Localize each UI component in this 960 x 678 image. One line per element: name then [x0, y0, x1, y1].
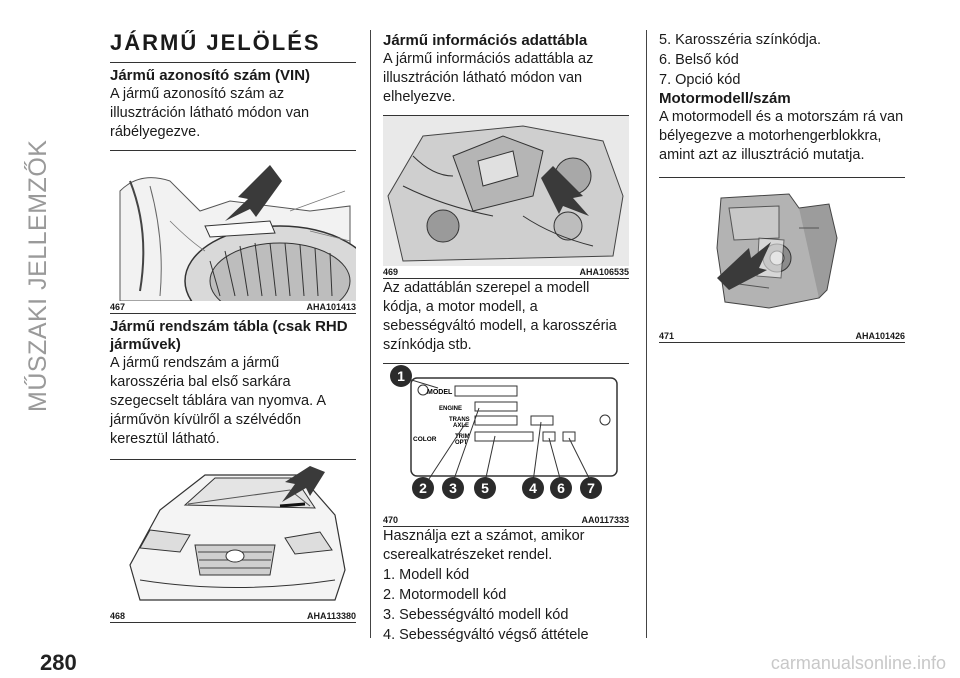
callout-5: 5	[481, 480, 489, 496]
figure-467: 467 AHA101413	[110, 150, 356, 314]
plate-opt-label: OPT	[455, 440, 468, 446]
plate-color-label: COLOR	[413, 436, 437, 443]
vin-text: A jármű azonosító szám az illusztráción …	[110, 86, 310, 140]
section-side-title: MŰSZAKI JELLEMZŐK	[24, 139, 52, 412]
engine-number-heading: Motormodell/szám	[659, 90, 791, 107]
engine-block-illustration	[716, 193, 838, 309]
figure-code: AA0117333	[581, 515, 629, 525]
column-2: Jármű információs adattábla A jármű info…	[383, 30, 629, 645]
figure-code: AHA101426	[855, 331, 905, 341]
figure-number: 471	[659, 331, 675, 341]
watermark: carmanualsonline.info	[770, 653, 946, 673]
plate-text: A jármű rendszám a jármű karosszéria bal…	[110, 355, 326, 447]
column-divider	[646, 30, 647, 638]
plate-heading: Jármű rendszám tábla (csak RHD járművek)	[110, 318, 348, 353]
column-divider	[370, 30, 371, 638]
vin-location-illustration	[119, 165, 356, 301]
list-item: 4. Sebességváltó végső áttétele	[383, 627, 589, 643]
callout-7: 7	[587, 480, 595, 496]
callout-6: 6	[557, 480, 565, 496]
callout-4: 4	[529, 480, 537, 496]
callout-3: 3	[449, 480, 457, 496]
info-plate-diagram: MODEL ENGINE TRANS AXLE COLOR TRIM OPT	[390, 365, 618, 499]
figure-470: MODEL ENGINE TRANS AXLE COLOR TRIM OPT	[383, 363, 629, 527]
figure-code: AHA113380	[306, 611, 356, 621]
callout-1: 1	[397, 368, 405, 384]
title-rule	[110, 62, 356, 63]
plate-engine-label: ENGINE	[439, 406, 462, 412]
list-item: 7. Opció kód	[659, 72, 741, 88]
info-plate-heading: Jármű információs adattábla	[383, 32, 588, 49]
callout-markers: 1 2 3 5 4 6 7	[390, 365, 602, 499]
list-item: 6. Belső kód	[659, 52, 739, 68]
figure-number: 468	[110, 611, 126, 621]
callout-2: 2	[419, 480, 427, 496]
column-3: 5. Karosszéria színkódja. 6. Belső kód 7…	[659, 30, 905, 343]
plate-trans-label: TRANS	[449, 417, 470, 423]
figure-code: AHA101413	[306, 302, 356, 312]
figure-471: 471 AHA101426	[659, 177, 905, 343]
chapter-title: JÁRMŰ JELÖLÉS	[110, 30, 321, 55]
figure-number: 470	[383, 515, 399, 525]
plate-axle-label: AXLE	[453, 423, 469, 429]
vehicle-front-illustration	[129, 466, 346, 601]
column-1: JÁRMŰ JELÖLÉS Jármű azonosító szám (VIN)…	[110, 30, 356, 623]
vin-heading: Jármű azonosító szám (VIN)	[110, 67, 311, 84]
ordering-text: Használja ezt a számot, amikor cserealka…	[383, 528, 585, 563]
list-item: 1. Modell kód	[383, 567, 470, 583]
figure-number: 469	[383, 267, 399, 277]
figure-468: 468 AHA113380	[110, 459, 356, 623]
plate-model-label: MODEL	[427, 389, 453, 396]
list-item: 3. Sebességváltó modell kód	[383, 607, 569, 623]
plate-contents-text: Az adattáblán szerepel a modell kódja, a…	[383, 280, 617, 353]
figure-code: AHA106535	[579, 267, 629, 277]
page-number: 280	[40, 650, 77, 675]
list-item: 2. Motormodell kód	[383, 587, 507, 603]
list-item: 5. Karosszéria színkódja.	[659, 32, 821, 48]
info-plate-text: A jármű információs adattábla az illuszt…	[383, 51, 594, 105]
engine-number-text: A motormodell és a motorszám rá van bély…	[659, 109, 904, 163]
engine-bay-illustration	[383, 116, 629, 266]
plate-trim-label: TRIM	[455, 434, 470, 440]
figure-number: 467	[110, 302, 126, 312]
figure-469: 469 AHA106535	[383, 115, 629, 279]
